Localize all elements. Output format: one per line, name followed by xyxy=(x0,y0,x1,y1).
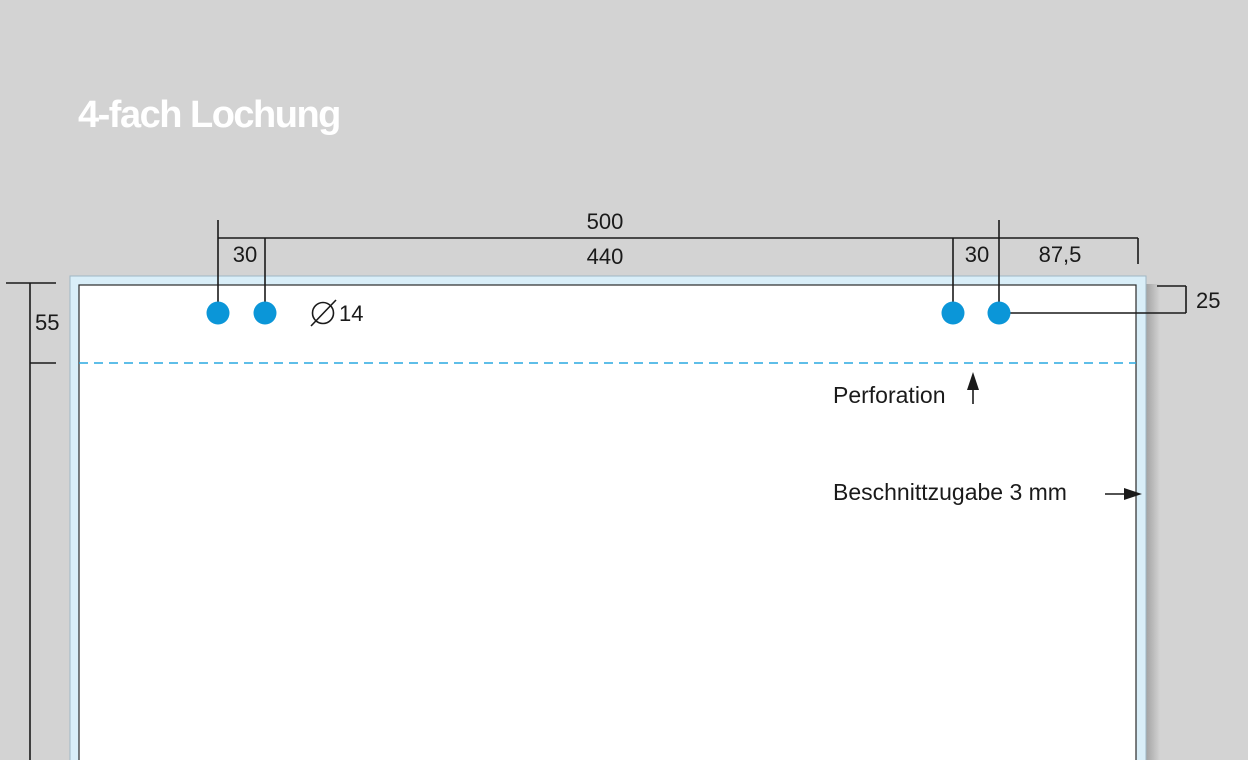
left-spacing-label: 30 xyxy=(233,242,257,267)
punch-hole xyxy=(206,301,230,325)
total-width-label: 500 xyxy=(587,209,624,234)
punch-hole xyxy=(987,301,1011,325)
hole-diameter-label: 14 xyxy=(339,301,363,326)
punch-hole xyxy=(253,301,277,325)
perforation-offset-label: 55 xyxy=(35,310,59,335)
right-margin-label: 87,5 xyxy=(1039,242,1082,267)
left-dimension-lines xyxy=(6,282,56,760)
punch-hole xyxy=(941,301,965,325)
inner-width-label: 440 xyxy=(587,244,624,269)
page-title: 4-fach Lochung xyxy=(78,94,341,136)
perforation-label: Perforation xyxy=(833,382,946,408)
sheet-shadow xyxy=(1146,284,1160,760)
bleed-label: Beschnittzugabe 3 mm xyxy=(833,479,1067,505)
right-spacing-label: 30 xyxy=(965,242,989,267)
arrow-up-icon xyxy=(967,372,979,404)
trim-sheet xyxy=(78,284,1137,760)
diameter-icon xyxy=(310,299,337,327)
arrow-right-icon xyxy=(1105,488,1142,500)
top-offset-label: 25 xyxy=(1196,288,1220,313)
top-dimension-lines xyxy=(217,220,1187,314)
